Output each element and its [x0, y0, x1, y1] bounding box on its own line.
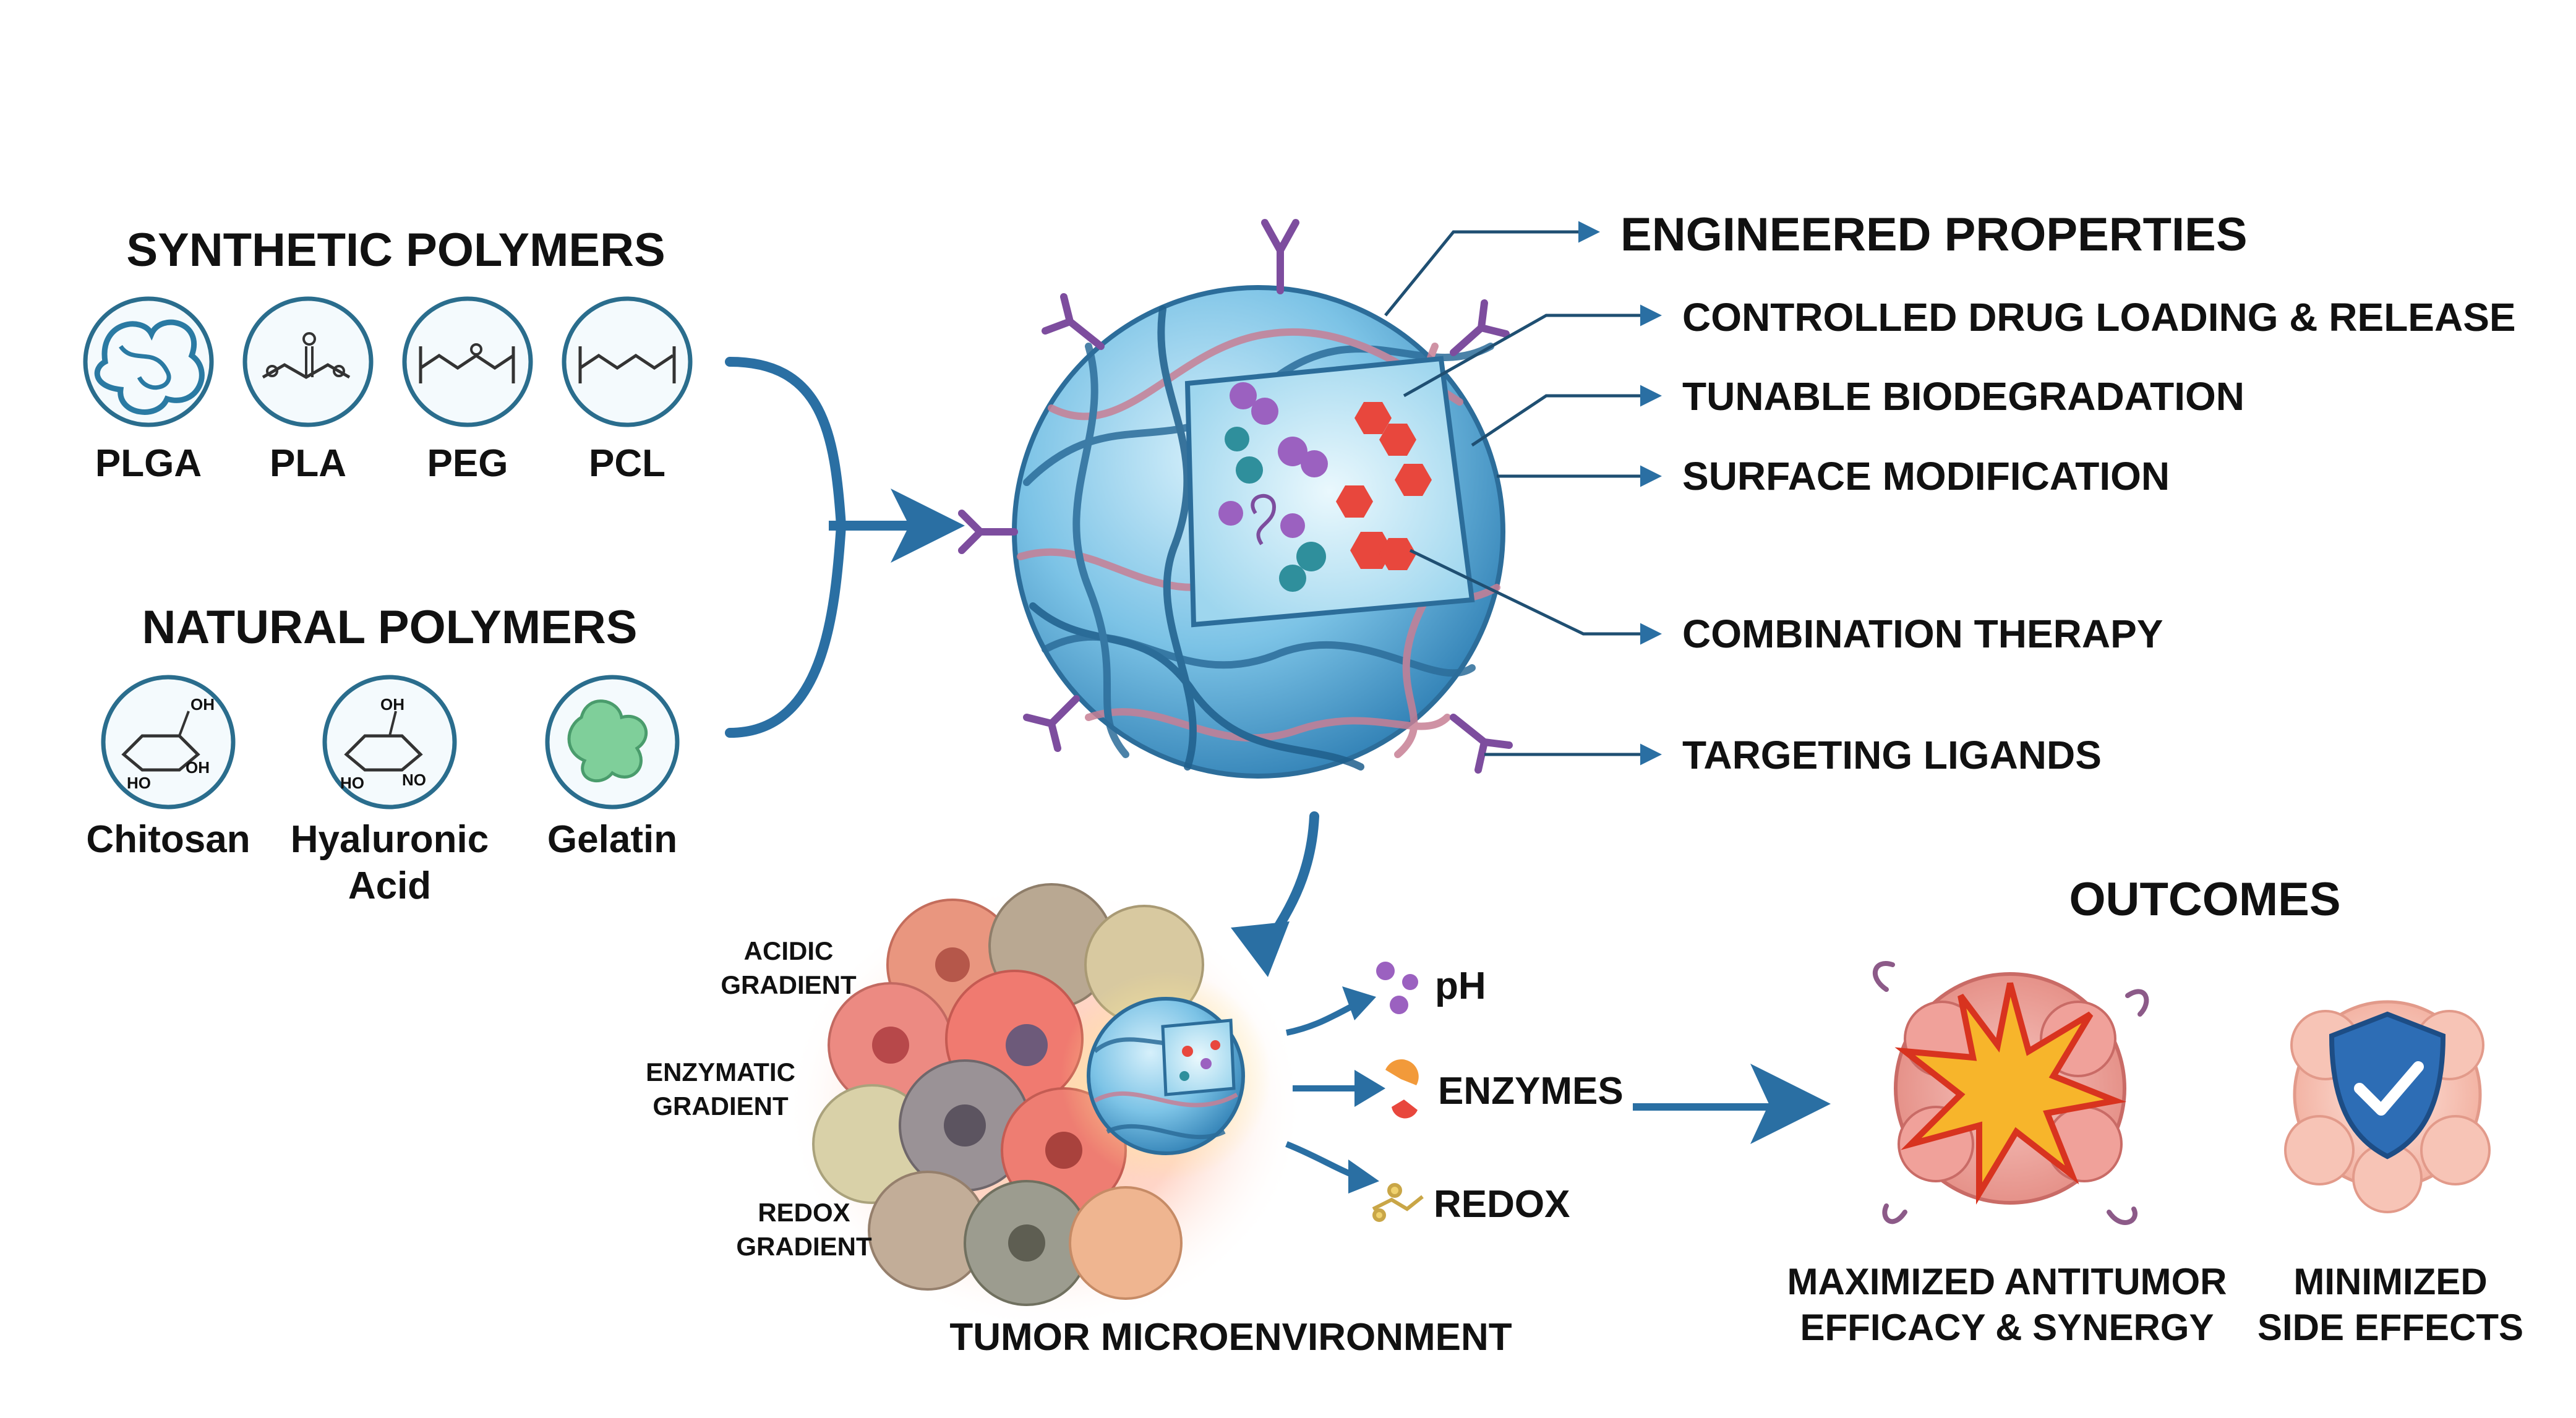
engineered-properties-title: ENGINEERED PROPERTIES [1620, 208, 2248, 261]
callout-lines [1384, 221, 1662, 766]
pcl-item: PCL [562, 296, 693, 485]
hyaluronic-label-line1: Hyaluronic [291, 818, 489, 861]
stimuli-section: pH ENZYMES REDOX [1285, 962, 1624, 1226]
gradient-enzymatic-line1: ENZYMATIC [646, 1057, 795, 1087]
outcomes-section: OUTCOMES MAXIMIZED ANTITU [1787, 873, 2523, 1348]
merge-arrows [725, 357, 965, 738]
engineered-nanoparticle [958, 219, 1513, 779]
chitosan-item: OH HO OH Chitosan [86, 675, 250, 861]
natural-polymers-section: NATURAL POLYMERS OH HO OH Chitosan OH HO… [86, 601, 680, 907]
delivery-arrowhead [1231, 921, 1290, 977]
synthetic-polymers-title: SYNTHETIC POLYMERS [126, 224, 665, 276]
ph-icon [1376, 962, 1418, 1014]
shield-check-icon [2284, 1000, 2491, 1213]
pla-structure-icon [242, 296, 374, 427]
synthetic-polymers-section: SYNTHETIC POLYMERS PLGA PLA PEG [83, 224, 693, 485]
chitosan-label: Chitosan [86, 818, 250, 861]
targeting-ligands [958, 219, 1513, 774]
svg-text:HO: HO [340, 774, 364, 792]
pcl-label: PCL [589, 442, 665, 485]
plga-label: PLGA [95, 442, 202, 485]
tumor-burst-icon [1872, 961, 2149, 1225]
gradient-redox-line1: REDOX [758, 1198, 850, 1227]
redox-icon [1372, 1183, 1424, 1222]
hyaluronic-label-line2: Acid [348, 865, 431, 907]
svg-text:NO: NO [402, 771, 426, 789]
outcome-arrowhead [1750, 1064, 1831, 1144]
property-drug-loading: CONTROLLED DRUG LOADING & RELEASE [1682, 295, 2516, 340]
property-combination-therapy: COMBINATION THERAPY [1682, 612, 2163, 656]
property-biodegradation: TUNABLE BIODEGRADATION [1682, 374, 2244, 419]
property-targeting-ligands: TARGETING LIGANDS [1682, 733, 2102, 777]
outcomes-title: OUTCOMES [2069, 873, 2340, 926]
svg-text:OH: OH [186, 758, 210, 777]
gradient-acidic-line1: ACIDIC [744, 936, 834, 965]
svg-text:OH: OH [190, 695, 215, 714]
drug-payload [1218, 382, 1432, 592]
enzymes-icon [1385, 1059, 1419, 1119]
svg-text:HO: HO [127, 774, 151, 792]
engineered-properties-section: ENGINEERED PROPERTIES CONTROLLED DRUG LO… [1620, 208, 2516, 777]
hyaluronic-acid-item: OH HO NO Hyaluronic Acid [291, 675, 489, 907]
natural-polymers-title: NATURAL POLYMERS [142, 601, 638, 654]
merge-arrowhead [891, 489, 965, 563]
chitosan-ring-icon [101, 675, 236, 809]
tumor-microenvironment: ACIDIC GRADIENT ENZYMATIC GRADIENT REDOX… [646, 883, 1512, 1359]
svg-text:OH: OH [380, 695, 404, 714]
plga-item: PLGA [83, 296, 214, 485]
gradient-acidic-line2: GRADIENT [721, 970, 857, 999]
stimulus-enzymes: ENZYMES [1438, 1070, 1624, 1113]
stimulus-redox: REDOX [1434, 1183, 1570, 1226]
small-nanoparticle [1087, 997, 1245, 1155]
peg-item: PEG [402, 296, 533, 485]
gelatin-item: Gelatin [545, 675, 680, 861]
gelatin-label: Gelatin [547, 818, 677, 861]
tumor-microenvironment-title: TUMOR MICROENVIRONMENT [949, 1316, 1512, 1359]
outcome-antitumor-line2: EFFICACY & SYNERGY [1800, 1307, 2214, 1348]
tumor-cells [812, 883, 1204, 1306]
gradient-enzymatic-line2: GRADIENT [653, 1091, 789, 1121]
stimulus-ph: pH [1435, 965, 1486, 1007]
pla-item: PLA [242, 296, 374, 485]
outcome-side-effects-line2: SIDE EFFECTS [2257, 1307, 2523, 1348]
outcome-side-effects-line1: MINIMIZED [2293, 1261, 2487, 1302]
peg-label: PEG [427, 442, 508, 485]
outcome-antitumor-line1: MAXIMIZED ANTITUMOR [1787, 1261, 2227, 1302]
property-surface-modification: SURFACE MODIFICATION [1682, 454, 2170, 498]
gradient-redox-line2: GRADIENT [736, 1232, 872, 1261]
pla-label: PLA [270, 442, 346, 485]
hyaluronic-ring-icon [322, 675, 457, 809]
